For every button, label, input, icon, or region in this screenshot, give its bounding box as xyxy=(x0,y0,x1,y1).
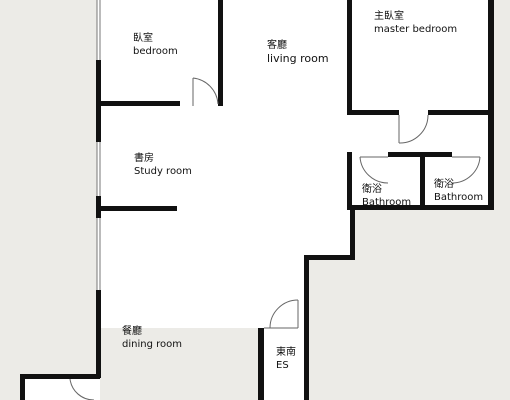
label-study-room-en: Study room xyxy=(134,166,192,177)
label-bathroom-2: 衛浴 Bathroom xyxy=(434,178,483,204)
label-living-room-en: living room xyxy=(267,52,329,65)
label-bathroom-1-en: Bathroom xyxy=(362,197,412,208)
doors xyxy=(69,77,481,400)
floor-area-lower-left xyxy=(20,376,100,400)
wall-bath-left xyxy=(347,152,352,210)
label-bedroom-en: bedroom xyxy=(133,46,178,57)
wall-step-2 xyxy=(304,255,355,260)
label-entrance-zh: 東南 xyxy=(276,347,296,358)
label-living-room-zh: 客廳 xyxy=(267,40,287,51)
wall-master-left xyxy=(347,0,352,115)
wall-master-bottom xyxy=(347,110,399,115)
label-dining-room: 餐廳 dining room xyxy=(122,325,182,351)
wall-left-mid xyxy=(96,196,101,218)
label-bedroom-zh: 臥室 xyxy=(133,33,153,44)
walls xyxy=(20,0,494,400)
wall-left-lower xyxy=(96,290,101,378)
label-master-bedroom-zh: 主臥室 xyxy=(374,11,404,22)
wall-lowerleft-top xyxy=(20,374,100,379)
wall-entrance-left xyxy=(258,328,264,400)
label-entrance: 東南 ES xyxy=(276,346,296,372)
wall-study-divider xyxy=(101,206,177,211)
wall-bedroom-right xyxy=(218,0,223,106)
label-bathroom-2-en: Bathroom xyxy=(434,192,484,203)
wall-step-3 xyxy=(304,255,309,400)
label-master-bedroom-en: master bedroom xyxy=(374,24,458,35)
label-study-room: 書房 Study room xyxy=(134,152,192,178)
label-bedroom: 臥室 bedroom xyxy=(133,32,178,58)
label-bathroom-1: 衛浴 Bathroom xyxy=(362,183,411,209)
windows xyxy=(96,0,101,290)
label-bathroom-2-zh: 衛浴 xyxy=(434,179,454,190)
floor-area xyxy=(97,0,494,400)
wall-right xyxy=(488,0,494,210)
label-dining-room-en: dining room xyxy=(122,339,182,350)
wall-step-1 xyxy=(350,210,355,260)
label-living-room: 客廳 living room xyxy=(267,39,329,65)
label-bathroom-1-zh: 衛浴 xyxy=(362,184,382,195)
wall-bath-divider xyxy=(420,152,425,210)
wall-master-bottom-right xyxy=(428,110,494,115)
label-master-bedroom: 主臥室 master bedroom xyxy=(374,10,457,36)
label-study-room-zh: 書房 xyxy=(134,153,154,164)
label-dining-room-zh: 餐廳 xyxy=(122,326,142,337)
wall-lowerleft-left xyxy=(20,374,25,400)
label-entrance-en: ES xyxy=(276,360,289,371)
wall-bath-bottom xyxy=(347,205,494,210)
wall-bedroom-bottom xyxy=(96,101,180,106)
